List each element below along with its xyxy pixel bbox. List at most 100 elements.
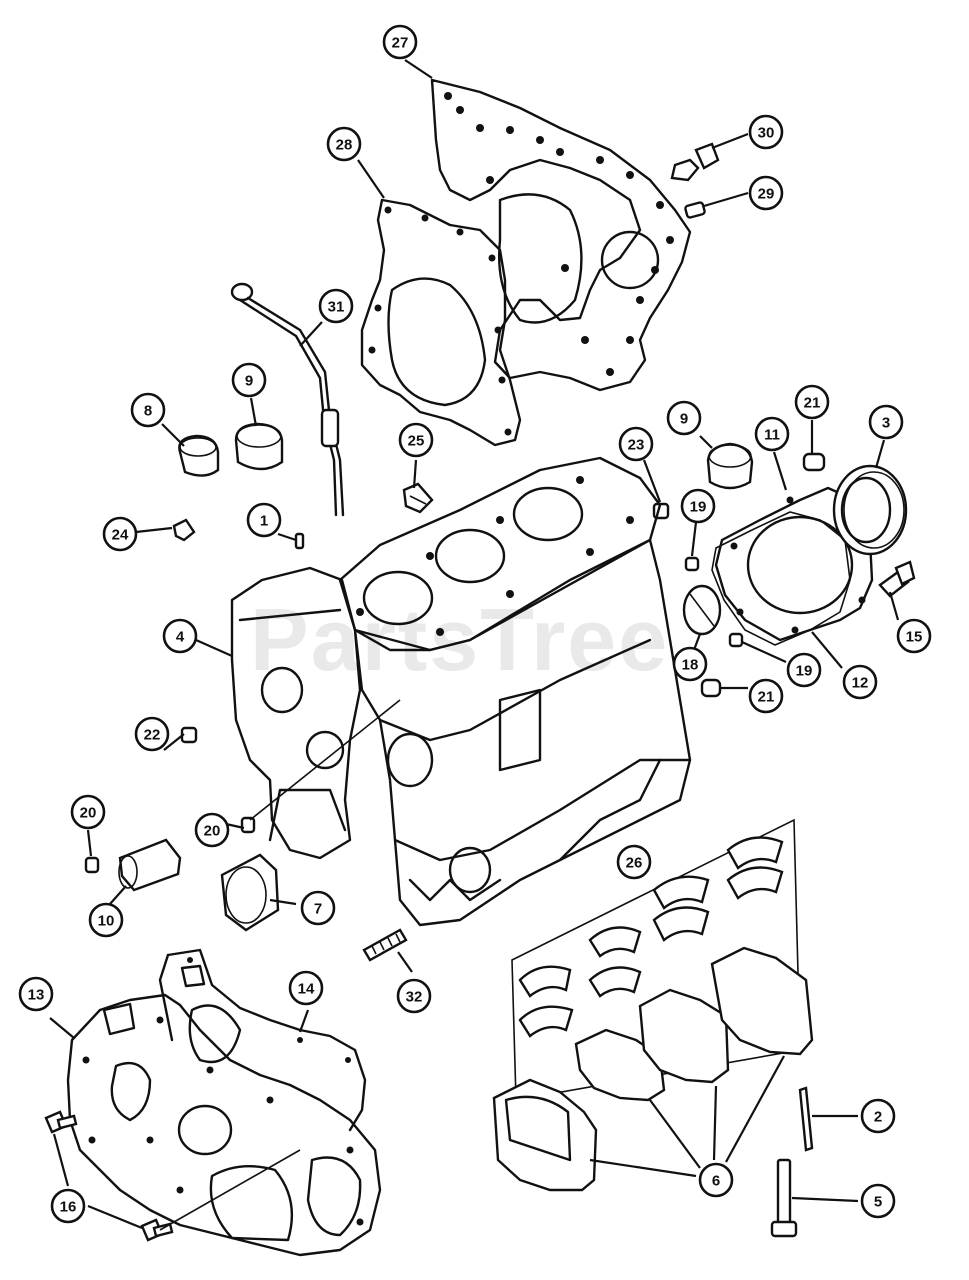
callout-5: 5	[860, 1183, 896, 1219]
callout-circle	[896, 618, 932, 654]
callout-circle	[748, 678, 784, 714]
callout-label: 18	[682, 657, 699, 674]
bolt-16-upper	[44, 1110, 78, 1134]
leader-lines	[49, 59, 900, 1230]
callout-19: 19	[786, 652, 822, 688]
callout-circle	[672, 646, 708, 682]
callout-label: 31	[328, 299, 345, 316]
callout-label: 1	[260, 513, 268, 530]
callout-26: 26	[616, 844, 652, 880]
dowel-20-right	[240, 816, 256, 834]
front-plate-gasket	[158, 948, 367, 1132]
callout-4: 4	[162, 618, 198, 654]
plug-24	[172, 518, 196, 542]
callout-circle	[398, 422, 434, 458]
callout-label: 2	[874, 1109, 882, 1126]
callout-circle	[794, 384, 830, 420]
main-bearing-caps	[492, 946, 814, 1192]
callout-2: 2	[860, 1098, 896, 1134]
callout-circle	[698, 1162, 734, 1198]
callout-circle	[754, 416, 790, 452]
callout-label: 7	[314, 901, 322, 918]
callout-label: 13	[28, 987, 45, 1004]
callout-circle	[318, 288, 354, 324]
callout-label: 16	[60, 1199, 77, 1216]
callout-label: 30	[758, 125, 775, 142]
callout-27: 27	[382, 24, 418, 60]
callout-circle	[860, 1098, 896, 1134]
callout-label: 9	[680, 411, 688, 428]
callout-circle	[194, 812, 230, 848]
front-plate	[66, 993, 382, 1257]
callout-label: 24	[112, 527, 129, 544]
callout-label: 12	[852, 675, 869, 692]
callout-9: 9	[666, 400, 702, 436]
callout-label: 9	[245, 373, 253, 390]
callout-16: 16	[50, 1188, 86, 1224]
oil-seal-housing	[714, 486, 874, 642]
callout-label: 27	[392, 35, 409, 52]
callout-circle	[860, 1183, 896, 1219]
callout-9: 9	[231, 362, 267, 398]
callout-label: 3	[882, 415, 890, 432]
callout-label: 15	[906, 629, 923, 646]
callout-label: 29	[758, 186, 775, 203]
expansion-plug-9-left	[234, 422, 284, 471]
callout-label: 26	[626, 855, 643, 872]
callout-circle	[288, 970, 324, 1006]
callout-label: 4	[176, 629, 185, 646]
expansion-plug-8	[178, 434, 220, 477]
callout-12: 12	[842, 664, 878, 700]
callout-label: 20	[80, 805, 97, 822]
callout-19: 19	[680, 488, 716, 524]
fitting-25	[402, 482, 434, 514]
callout-circle	[616, 844, 652, 880]
dowel-pin-29	[684, 201, 706, 219]
stud-32	[362, 928, 408, 962]
callout-14: 14	[288, 970, 324, 1006]
callout-circle	[680, 488, 716, 524]
callout-circle	[842, 664, 878, 700]
pin-1	[294, 532, 305, 550]
callout-28: 28	[326, 126, 362, 162]
callout-29: 29	[748, 175, 784, 211]
callout-24: 24	[102, 516, 138, 552]
callout-circle	[396, 978, 432, 1014]
callout-1: 1	[246, 502, 282, 538]
callout-circle	[666, 400, 702, 436]
callout-circle	[70, 794, 106, 830]
bolt-5	[770, 1158, 798, 1238]
seal-housing-gasket	[711, 511, 851, 646]
callout-3: 3	[868, 404, 904, 440]
callout-32: 32	[396, 978, 432, 1014]
camshaft-bushing	[118, 838, 182, 892]
callout-label: 14	[298, 981, 315, 998]
callout-8: 8	[130, 392, 166, 428]
callout-label: 21	[758, 689, 775, 706]
callout-13: 13	[18, 976, 54, 1012]
callout-31: 31	[318, 288, 354, 324]
callout-11: 11	[754, 416, 790, 452]
callout-7: 7	[300, 890, 336, 926]
callout-label: 8	[144, 403, 152, 420]
callout-label: 21	[804, 395, 821, 412]
callout-label: 25	[408, 433, 425, 450]
callout-30: 30	[748, 114, 784, 150]
callout-15: 15	[896, 618, 932, 654]
callout-label: 11	[764, 427, 780, 444]
dipstick	[230, 282, 345, 517]
callout-label: 20	[204, 823, 221, 840]
callout-18: 18	[672, 646, 708, 682]
bolt-15	[878, 560, 916, 598]
callout-label: 19	[690, 499, 707, 516]
callout-label: 32	[406, 989, 423, 1006]
flange-bolt-30	[670, 142, 720, 182]
callout-22: 22	[134, 716, 170, 752]
callout-circle	[786, 652, 822, 688]
callout-20: 20	[194, 812, 230, 848]
callout-label: 28	[336, 137, 353, 154]
callout-circle	[748, 175, 784, 211]
callout-circle	[382, 24, 418, 60]
callout-10: 10	[88, 902, 124, 938]
